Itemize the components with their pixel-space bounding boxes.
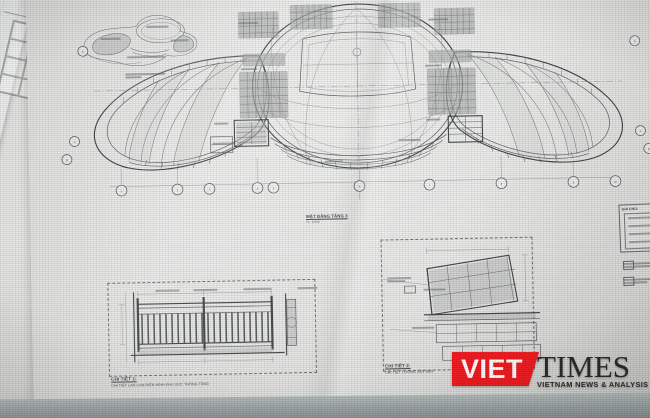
auditorium-interior [93,0,622,201]
svg-text:A: A [74,140,76,144]
watermark-tagline: VIETNAM NEWS & ANALYSIS [537,380,649,389]
svg-text:5: 5 [273,186,275,190]
svg-text:B: B [66,158,68,162]
svg-text:2: 2 [177,188,179,192]
svg-text:1: 1 [121,189,123,193]
watermark-brand-times: TIMES [537,349,631,384]
main-floor-plan: 1 2 3 4 5 6 7 8 9 10 [46,0,650,232]
grid-bubble-sides: A B A B C C [61,35,650,165]
svg-text:6: 6 [359,185,361,189]
viettimes-watermark: VIET TIMES VIETNAM NEWS & ANALYSIS [452,349,649,389]
svg-text:C: C [634,39,636,43]
svg-text:3: 3 [209,187,211,191]
svg-text:9: 9 [573,180,575,184]
svg-text:4: 4 [257,187,259,191]
svg-text:C: C [82,50,84,54]
blueprint-sheet: 1 2 3 4 5 6 7 8 9 10 [25,0,650,418]
detail-2-callout-bubble [403,285,417,295]
grid-bubble-row: 1 2 3 4 5 6 7 8 9 10 [109,155,622,197]
svg-text:8: 8 [501,182,503,186]
detail-2-drawing [383,243,543,361]
watermark-red-block: VIET [452,352,540,386]
detail-1-drawing [115,285,309,369]
svg-text:7: 7 [429,183,431,187]
svg-text:A: A [640,129,642,133]
svg-text:B: B [648,147,650,151]
building-outline [93,3,623,171]
watermark-text-block: TIMES VIETNAM NEWS & ANALYSIS [537,349,649,389]
key-plan-inset [74,3,205,83]
watermark-brand-viet: VIET [461,354,524,384]
svg-text:10: 10 [614,180,618,184]
